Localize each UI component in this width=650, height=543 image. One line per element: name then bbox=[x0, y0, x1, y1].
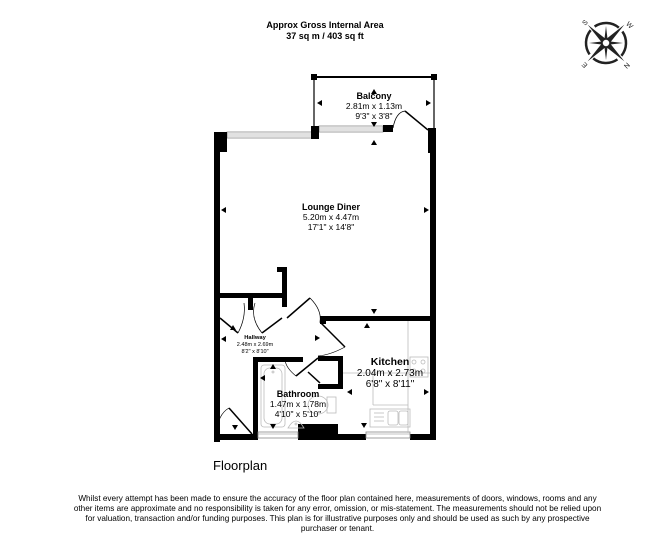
room-label-kitchen: Kitchen 2.04m x 2.73m 6'8" x 8'11" bbox=[350, 356, 430, 391]
room-label-bathroom: Bathroom 1.47m x 1.78m 4'10" x 5'10" bbox=[266, 389, 330, 419]
room-metric: 2.81m x 1.13m bbox=[345, 101, 403, 111]
room-metric: 2.48m x 2.69m bbox=[236, 342, 274, 348]
room-label-balcony: Balcony 2.81m x 1.13m 9'3" x 3'8" bbox=[320, 91, 428, 121]
svg-text:S: S bbox=[581, 19, 589, 27]
room-imperial: 8'2" x 8'10" bbox=[241, 349, 269, 355]
room-name: Lounge Diner bbox=[302, 202, 360, 212]
area-value: 37 sq m / 403 sq ft bbox=[286, 31, 364, 41]
floor-label: Floorplan bbox=[213, 458, 268, 473]
room-name: Hallway bbox=[244, 335, 266, 341]
room-label-lounge-diner: Lounge Diner 5.20m x 4.47m 17'1" x 14'8" bbox=[276, 202, 386, 232]
room-name: Kitchen bbox=[370, 356, 410, 368]
room-imperial: 6'8" x 8'11" bbox=[365, 379, 415, 390]
area-header: Approx Gross Internal Area 37 sq m / 403… bbox=[0, 20, 650, 42]
compass-icon: W S E N bbox=[581, 19, 634, 70]
room-label-hallway: Hallway 2.48m x 2.69m 8'2" x 8'10" bbox=[225, 335, 285, 356]
room-metric: 5.20m x 4.47m bbox=[302, 212, 360, 222]
area-title: Approx Gross Internal Area bbox=[266, 20, 384, 30]
room-imperial: 9'3" x 3'8" bbox=[355, 111, 393, 121]
disclaimer-text: Whilst every attempt has been made to en… bbox=[73, 494, 602, 533]
room-name: Bathroom bbox=[276, 389, 320, 399]
room-metric: 1.47m x 1.78m bbox=[269, 399, 327, 409]
room-metric: 2.04m x 2.73m bbox=[356, 368, 424, 379]
room-imperial: 17'1" x 14'8" bbox=[307, 222, 355, 232]
svg-text:E: E bbox=[581, 60, 589, 68]
svg-text:W: W bbox=[624, 21, 634, 31]
svg-text:N: N bbox=[622, 61, 631, 70]
room-imperial: 4'10" x 5'10" bbox=[274, 409, 322, 419]
room-name: Balcony bbox=[356, 91, 392, 101]
